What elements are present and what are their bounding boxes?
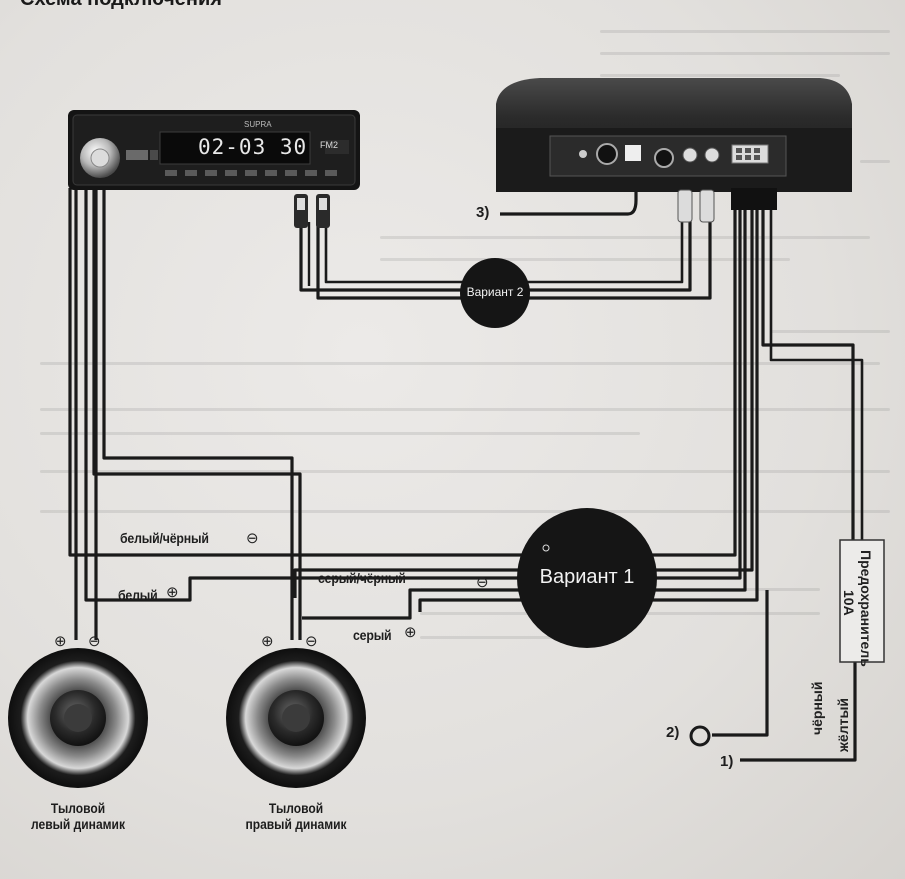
right-speaker-caption: Тыловой правый динамик [244, 800, 347, 832]
ground-ring-terminal [689, 725, 711, 747]
left-speaker-caption: Тыловой левый динамик [26, 800, 129, 832]
variant1-circle [517, 508, 657, 648]
variant2-circle [460, 258, 530, 328]
right-speaker-plus: ⊕ [261, 633, 274, 650]
number-3: 3) [476, 204, 490, 221]
number-1: 1) [720, 753, 734, 770]
minus-symbol: ⊖ [246, 530, 259, 547]
hu-wire-6 [68, 188, 737, 557]
amp-out-1 [302, 208, 747, 620]
page-title: Схема подключения [20, 0, 222, 11]
headunit-display-band: FM2 [320, 140, 338, 150]
left-speaker [8, 648, 148, 788]
fuse-to-1 [740, 662, 857, 762]
label-black: чёрный [809, 681, 825, 735]
right-speaker-caption-line2: правый динамик [245, 816, 347, 832]
number-2: 2) [666, 724, 680, 741]
left-speaker-minus: ⊖ [88, 633, 101, 650]
right-speaker [226, 648, 366, 788]
head-unit [68, 110, 360, 228]
fuse-label-line2: 10A [841, 590, 857, 616]
label-white: белый [118, 587, 158, 603]
amp-black [761, 208, 855, 540]
amp-yellow [769, 208, 864, 540]
left-speaker-plus: ⊕ [54, 633, 67, 650]
black-to-2 [712, 590, 769, 737]
left-speaker-caption-line2: левый динамик [31, 816, 125, 832]
right-speaker-minus: ⊖ [305, 633, 318, 650]
label-gray-black: серый/чёрный [318, 570, 406, 586]
plus-symbol: ⊕ [404, 624, 417, 641]
left-speaker-caption-line1: Тыловой [50, 800, 106, 816]
right-speaker-caption-line1: Тыловой [268, 800, 324, 816]
label-white-black: белый/чёрный [120, 530, 209, 546]
amp-out-2 [293, 208, 754, 598]
variant2-label: Вариант 2 [466, 285, 524, 299]
plus-symbol: ⊕ [166, 584, 179, 601]
fuse-box [839, 539, 885, 663]
headunit-display-time: 02-03 30 [198, 135, 308, 159]
fuse-label-line1: Предохранитель [858, 550, 874, 667]
label-yellow: жёлтый [835, 697, 851, 752]
hu-wire-2 [84, 188, 742, 602]
hu-wire-5 [92, 188, 302, 640]
rca-plugs-headunit [294, 194, 330, 228]
variant1-label: Вариант 1 [539, 566, 635, 588]
label-gray: серый [353, 627, 392, 643]
headunit-brand: SUPRA [244, 120, 272, 129]
hu-wire-4 [102, 188, 294, 640]
remote-wire [500, 190, 638, 216]
subwoofer-amp [496, 78, 852, 223]
minus-symbol: ⊖ [476, 574, 489, 591]
